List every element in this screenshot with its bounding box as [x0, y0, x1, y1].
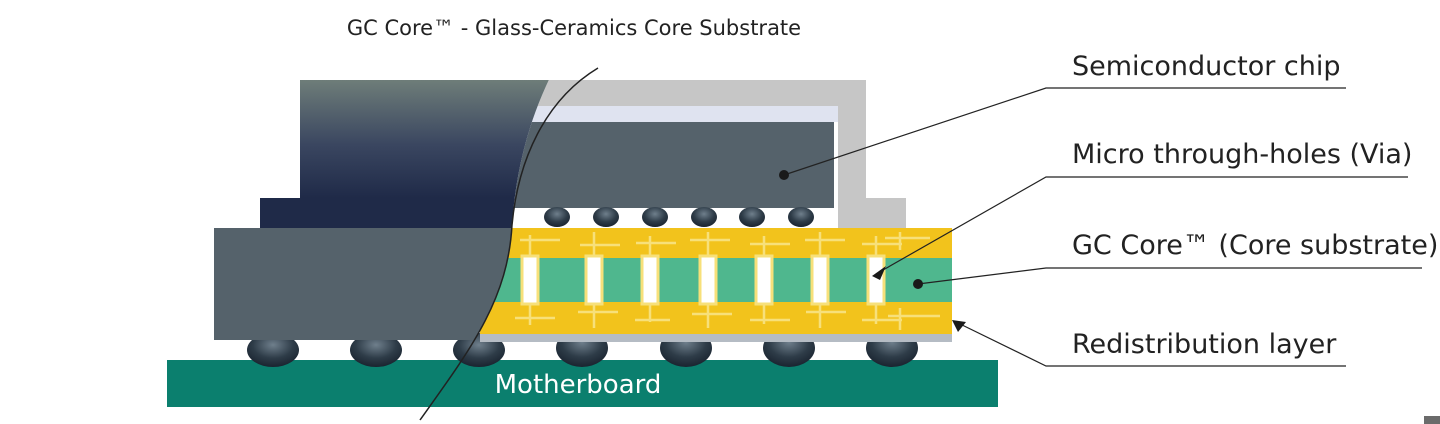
label-gc-core: GC Core™ (Core substrate) [1072, 230, 1438, 261]
cutaway-line [419, 67, 599, 421]
solder-ball [247, 333, 299, 367]
marker-dot-core [913, 279, 923, 289]
leader-rdl [955, 321, 1346, 367]
substrate-bottom-layer [480, 334, 952, 342]
marker-dot-chip [779, 170, 789, 180]
leader-via [875, 176, 1408, 275]
semiconductor-chip [500, 122, 834, 208]
leader-core [917, 267, 1422, 285]
thermal-interface [500, 106, 838, 122]
diagram-title: GC Core™ - Glass-Ceramics Core Substrate [347, 16, 801, 40]
leader-lines [783, 87, 1422, 367]
leader-chip [783, 87, 1346, 176]
arrow-via-icon [872, 266, 886, 280]
redistribution-layer-bottom [480, 302, 952, 334]
label-redistribution-layer: Redistribution layer [1072, 329, 1337, 360]
label-micro-through-holes: Micro through-holes (Via) [1072, 139, 1412, 170]
micro-bumps [544, 207, 814, 227]
rdl-traces [515, 232, 940, 330]
solder-ball [350, 333, 402, 367]
arrow-rdl-icon [952, 320, 966, 332]
motherboard-label: Motherboard [495, 370, 662, 400]
motherboard [167, 360, 998, 407]
label-semiconductor-chip: Semiconductor chip [1072, 51, 1341, 82]
corner-tab [1424, 416, 1440, 424]
